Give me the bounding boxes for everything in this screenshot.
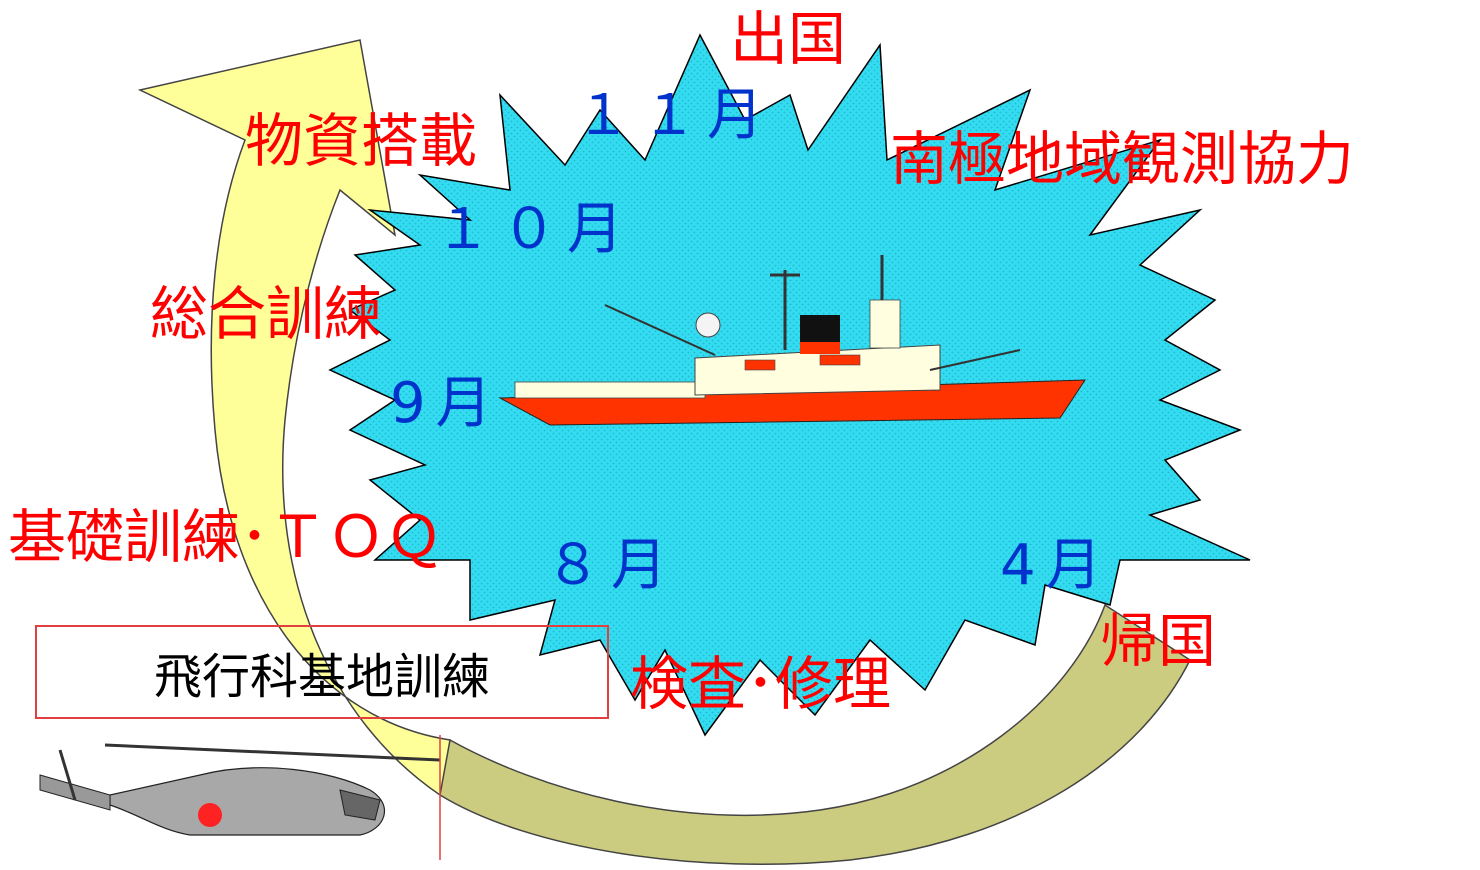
label-departure: 出国 [730, 5, 847, 73]
month-oct: １０月 [435, 197, 633, 262]
month-nov: １１月 [575, 83, 773, 148]
label-return: 帰国 [1100, 607, 1217, 675]
aviation-training-label: 飛行科基地訓練 [153, 649, 490, 705]
label-antarctic-cooperation: 南極地域観測協力 [890, 125, 1355, 193]
aviation-training-box: 飛行科基地訓練 [35, 625, 609, 719]
label-comprehensive-training: 総合訓練 [150, 280, 383, 348]
label-loading: 物資搭載 [245, 107, 478, 175]
label-basic-training: 基礎訓練･ＴＯＱ [8, 503, 444, 571]
month-aug: ８月 [545, 533, 677, 598]
month-sep: 9月 [390, 371, 502, 436]
icebreaker-ship-icon [498, 255, 1086, 426]
cycle-arrow [137, 39, 1191, 866]
cycle-arrow-left [137, 39, 451, 797]
month-apr: 4月 [1000, 533, 1112, 598]
label-inspection-repair: 検査･修理 [630, 650, 892, 718]
helicopter-icon [39, 743, 441, 836]
